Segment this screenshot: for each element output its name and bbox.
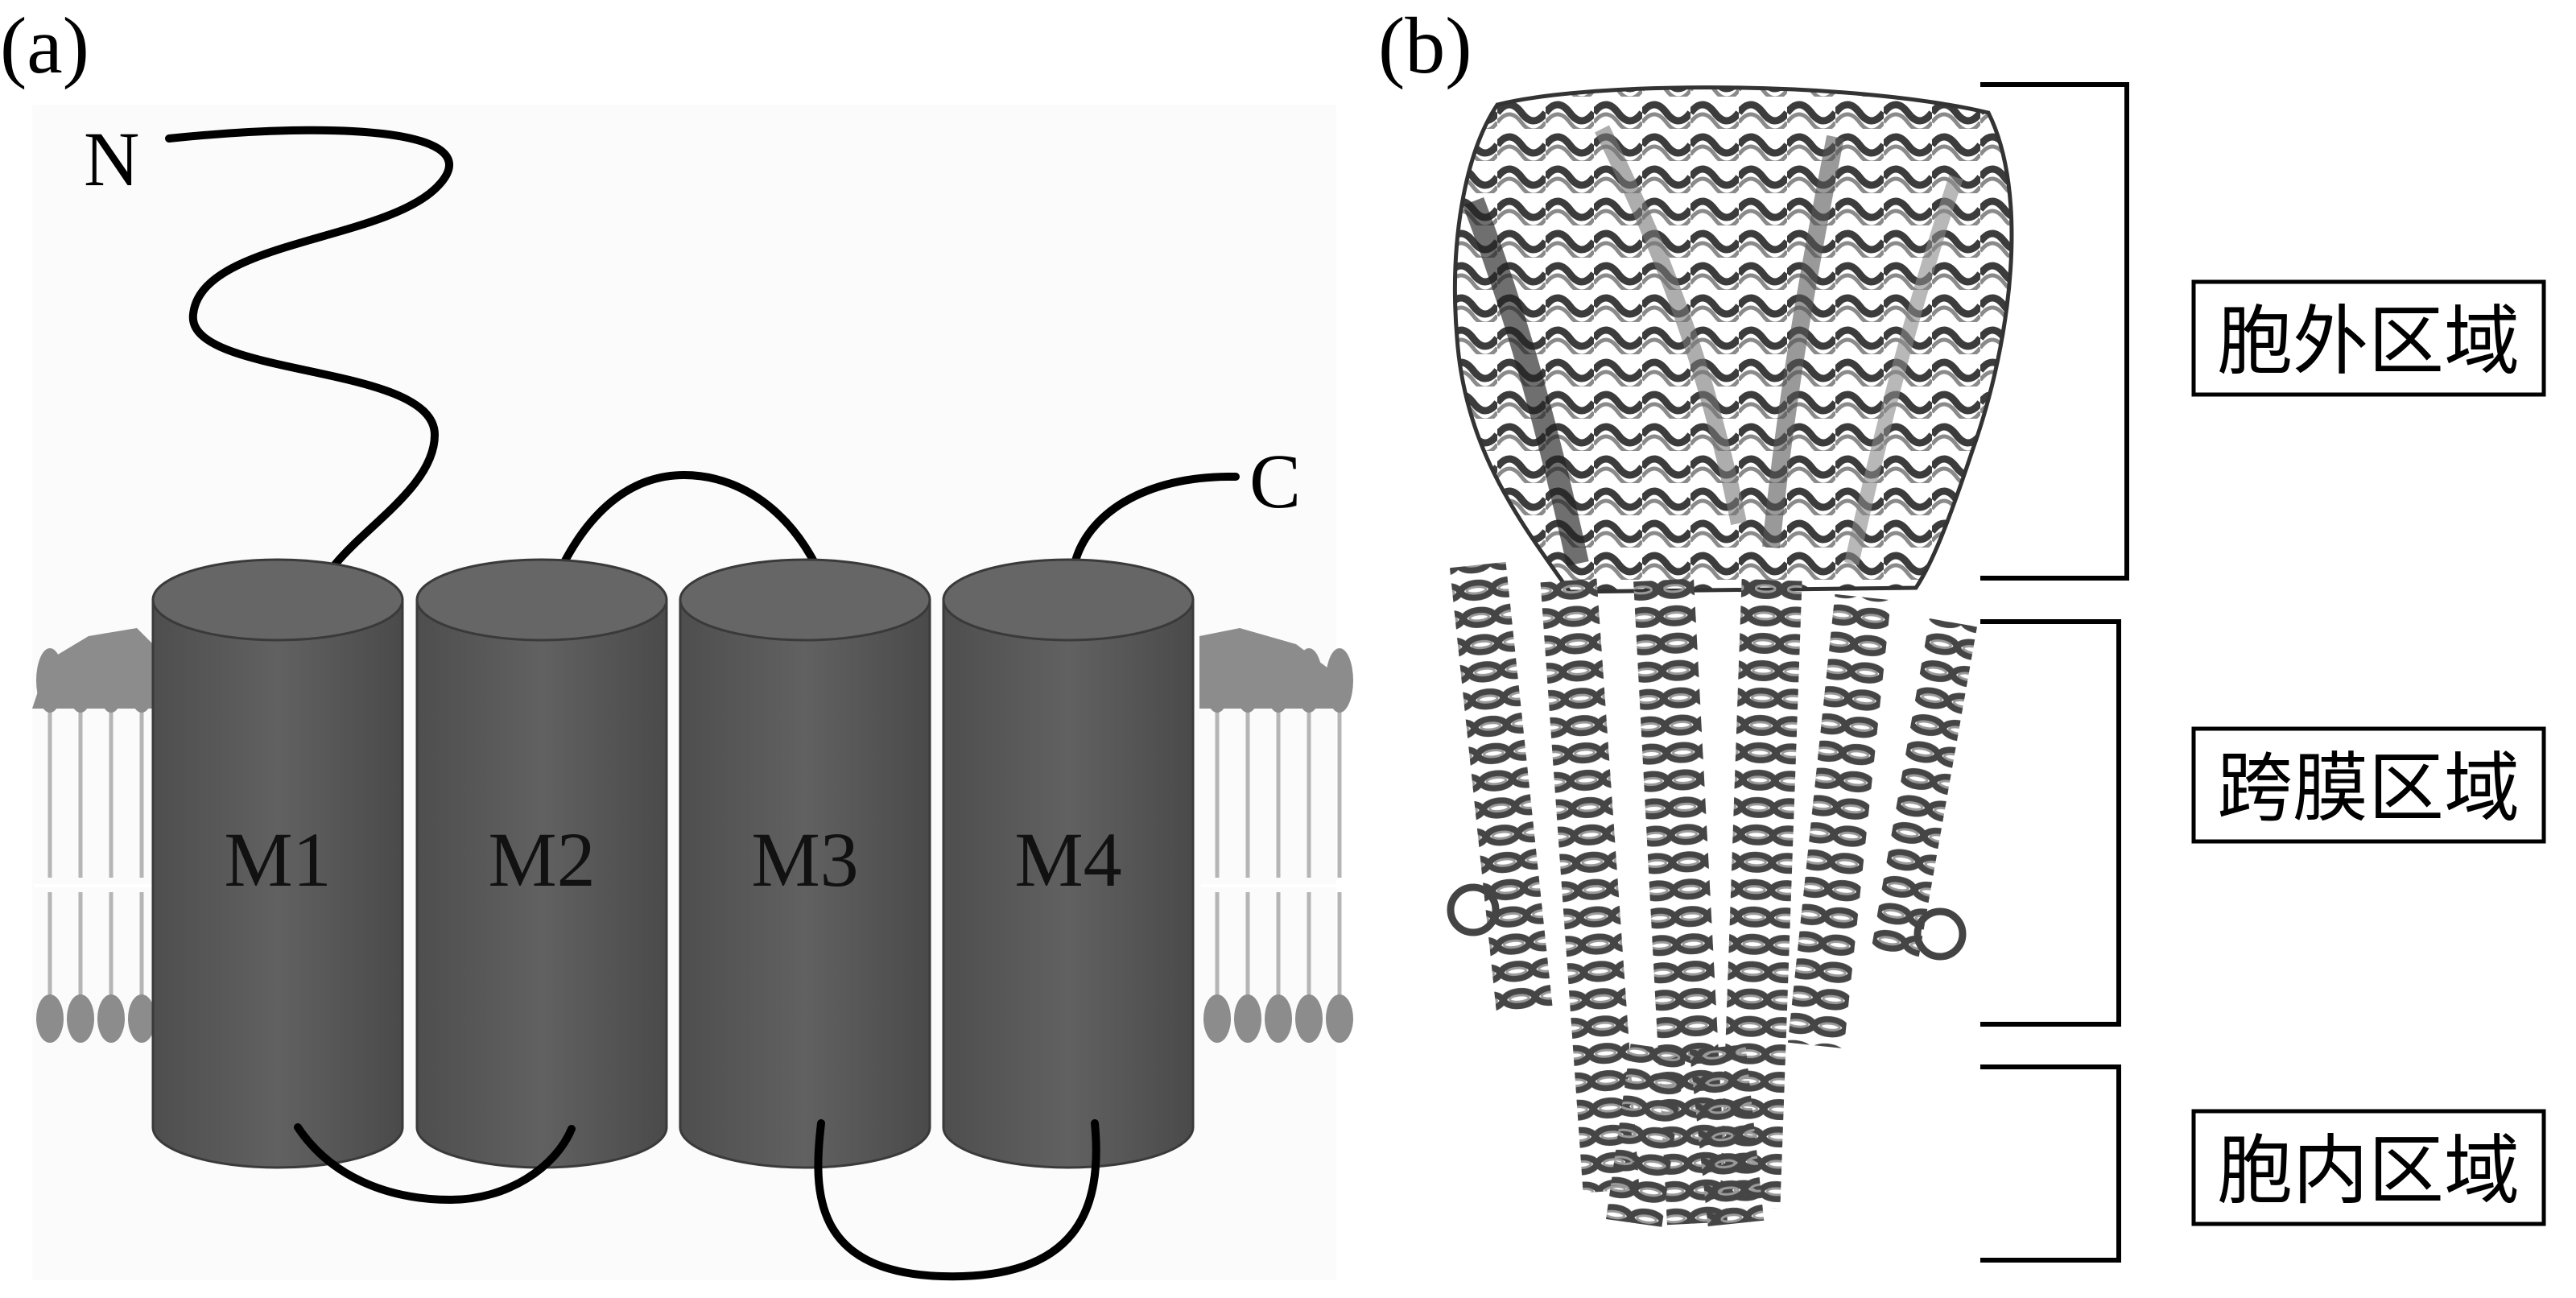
helix-m4-label: M4: [1014, 816, 1121, 903]
intracellular-region-box: [2191, 1109, 2546, 1226]
panel-b-structure: (b) 胞外区域 跨膜区域: [1378, 1, 2546, 1263]
helix-m2: M2: [415, 558, 668, 1169]
intracellular-bracket: [1980, 1064, 2121, 1263]
extracellular-region-box: [2191, 279, 2546, 397]
c-terminal-loop: [1071, 472, 1240, 568]
loop-m2-m3: [543, 470, 833, 604]
extracellular-bracket: [1980, 82, 2129, 581]
helix-m2-label: M2: [488, 816, 595, 903]
helix-m3-label: M3: [751, 816, 858, 903]
transmembrane-helix-2: [1540, 578, 1640, 1193]
extracellular-region-label: 胞外区域: [2217, 298, 2520, 386]
transmembrane-region-box: [2191, 726, 2546, 844]
transmembrane-bracket: [1980, 619, 2121, 1027]
loop-m3-m4: [814, 1119, 1100, 1281]
lipid-bilayer-left: [32, 628, 158, 1043]
panel-a-topology: M1 M2 M3 M4 (a) N C: [0, 1, 1356, 1281]
transmembrane-helix-5: [1787, 593, 1892, 1049]
n-terminal-loop: [165, 126, 453, 604]
transmembrane-helix-6: [1870, 618, 1978, 961]
transmembrane-region-label: 跨膜区域: [2217, 745, 2520, 833]
helix-m3: M3: [679, 558, 931, 1169]
transmembrane-helix-1: [1449, 561, 1554, 1017]
loop-m1-m2: [294, 1123, 576, 1205]
intracellular-helix-2: [1689, 1044, 1765, 1227]
transmembrane-helices: M1 M2 M3 M4: [151, 558, 1195, 1169]
helix-m1: M1: [151, 558, 404, 1169]
intracellular-region-label: 胞内区域: [2217, 1127, 2520, 1215]
helix-m1-label: M1: [224, 816, 331, 903]
helix-m4: M4: [942, 558, 1195, 1169]
panel-a-label: (a): [0, 1, 89, 90]
lipid-bilayer-right: [1199, 628, 1356, 1043]
protein-ribbon-structure: [1447, 85, 2014, 1227]
panel-b-label: (b): [1378, 1, 1472, 90]
intracellular-helix-1: [1606, 1044, 1686, 1227]
c-terminus-label: C: [1249, 438, 1301, 524]
n-terminus-label: N: [84, 116, 139, 202]
